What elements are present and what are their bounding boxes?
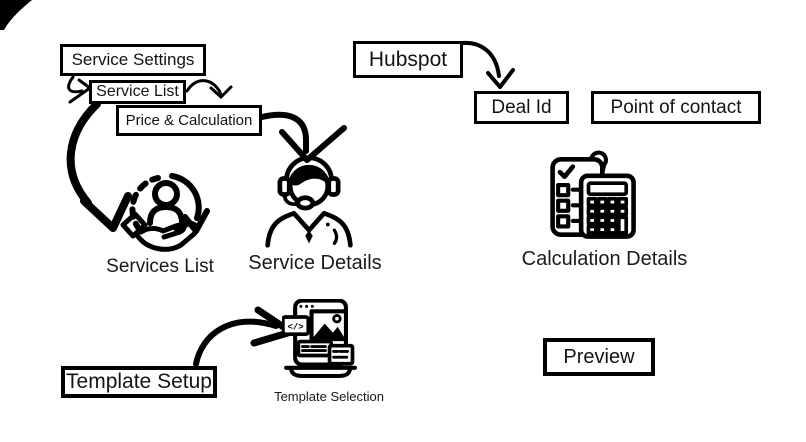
node-preview[interactable]: Preview — [543, 338, 655, 376]
node-deal-id[interactable]: Deal Id — [474, 91, 569, 124]
arrow-settings-to-list — [67, 75, 92, 104]
calculation-details-caption: Calculation Details — [521, 248, 688, 270]
node-hubspot[interactable]: Hubspot — [353, 41, 463, 78]
template-selection-icon[interactable]: </> — [282, 299, 364, 385]
calculation-details-icon[interactable] — [548, 149, 640, 245]
services-list-caption: Services List — [106, 256, 214, 277]
service-details-caption: Service Details — [248, 252, 382, 274]
node-service-list[interactable]: Service List — [89, 80, 186, 104]
arrow-list-to-services-icon — [66, 100, 132, 232]
node-price-calculation[interactable]: Price & Calculation — [116, 105, 262, 136]
service-details-icon[interactable] — [262, 153, 356, 251]
corner-curl-mark — [0, 0, 32, 30]
arrow-list-to-price — [185, 79, 233, 99]
code-tag-glyph: </> — [287, 322, 303, 332]
arrow-hubspot-to-dealid — [453, 40, 515, 89]
node-template-setup[interactable]: Template Setup — [61, 366, 217, 398]
node-point-of-contact[interactable]: Point of contact — [591, 91, 761, 124]
arrow-template-to-icon — [193, 306, 295, 367]
services-list-icon[interactable] — [112, 162, 214, 262]
arrow-price-to-details-icon — [259, 111, 347, 163]
node-service-settings[interactable]: Service Settings — [60, 44, 206, 76]
template-selection-caption: Template Selection — [274, 389, 384, 404]
